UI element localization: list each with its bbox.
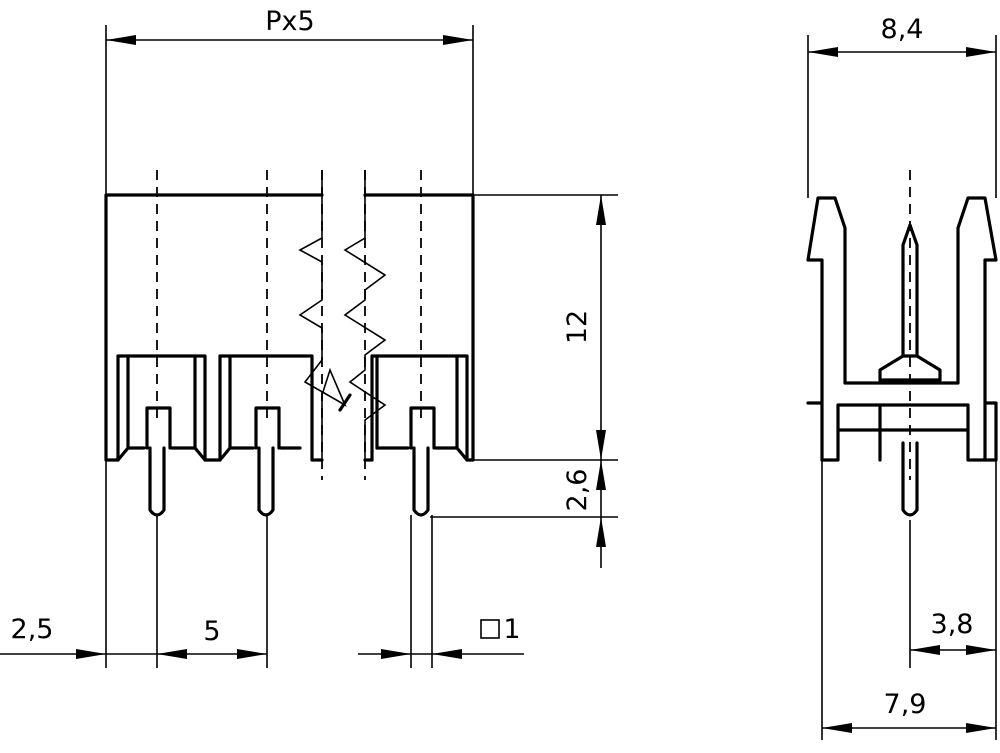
arrow-7-9-left <box>822 723 852 733</box>
arrow-2-6-bottom <box>596 517 606 547</box>
arrow-3-8-left <box>910 645 940 655</box>
arrow-12-top <box>596 195 606 225</box>
dim-label-2-5: 2,5 <box>11 614 54 645</box>
front-pins <box>145 406 436 517</box>
arrow-2-5-right <box>76 649 106 659</box>
arrow-px5-left <box>106 35 136 45</box>
side-base <box>820 403 987 462</box>
front-view <box>104 170 475 668</box>
arrow-3-8-right <box>966 645 996 655</box>
arrow-8-4-right <box>966 47 996 57</box>
pin-1 <box>145 406 172 517</box>
pin-3 <box>409 406 436 517</box>
dimensions: Px5 8,4 12 2,6 2,5 5 <box>0 6 997 740</box>
dim-label-px5: Px5 <box>265 6 314 37</box>
arrow-5-left <box>157 649 187 659</box>
arrow-8-4-left <box>808 47 838 57</box>
pin-2 <box>254 406 281 517</box>
arrow-sq1-left <box>381 649 411 659</box>
arrow-7-9-right <box>966 723 996 733</box>
dim-label-12: 12 <box>562 310 593 344</box>
square-symbol <box>480 619 500 639</box>
arrow-2-6-top <box>596 460 606 490</box>
arrow-12-bottom <box>596 430 606 460</box>
dim-label-5: 5 <box>203 616 220 647</box>
arrow-sq1-right <box>432 649 462 659</box>
dim-label-7-9: 7,9 <box>884 689 927 720</box>
dim-label-8-4: 8,4 <box>881 14 924 45</box>
front-body-left-outline <box>104 193 475 462</box>
arrow-px5-right <box>443 35 473 45</box>
dim-label-3-8: 3,8 <box>931 609 974 640</box>
side-body-outline <box>806 196 998 462</box>
dim-label-sq1: 1 <box>503 614 520 645</box>
break-fragment <box>310 373 352 462</box>
housing-bottoms <box>116 446 469 462</box>
dim-label-2-6: 2,6 <box>562 469 593 512</box>
housing-inner-walls <box>126 354 459 450</box>
side-view <box>806 170 998 668</box>
arrow-5-right <box>237 649 267 659</box>
side-pin <box>878 223 942 517</box>
